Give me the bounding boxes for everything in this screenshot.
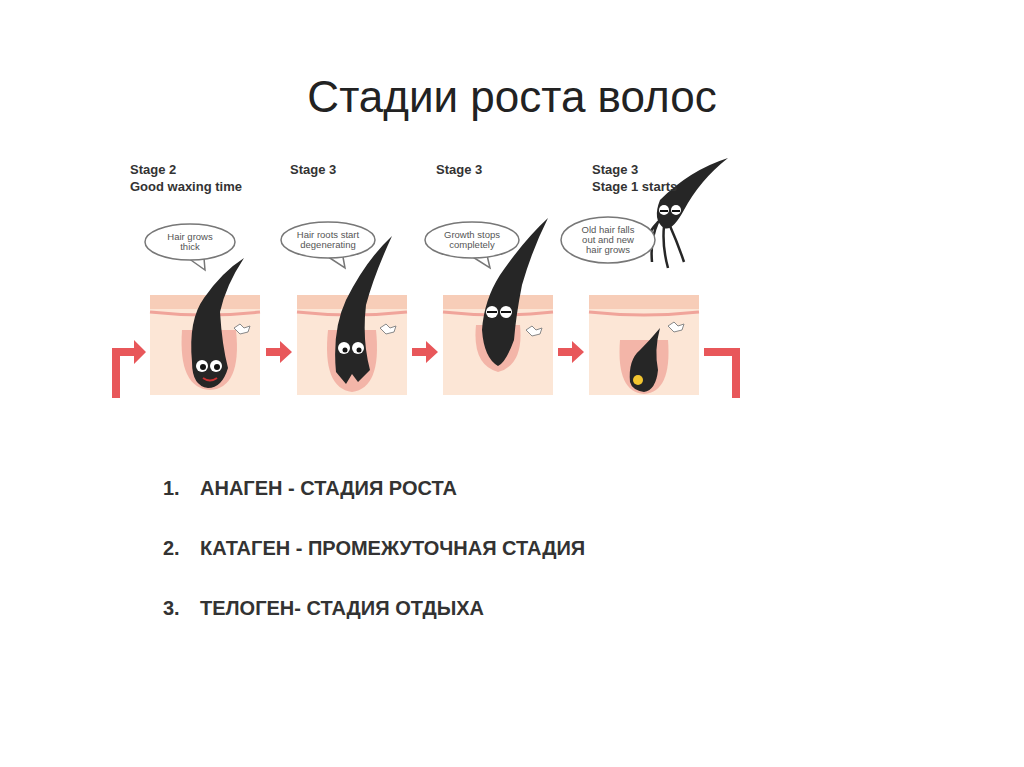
speech-bubble: Old hair falls out and new hair grows bbox=[560, 216, 656, 264]
cycle-arrows bbox=[112, 340, 740, 398]
stage-label: Stage 2 bbox=[130, 162, 176, 177]
skin-panels bbox=[150, 295, 699, 395]
speech-bubble: Growth stops completely bbox=[424, 221, 520, 259]
hair-faces bbox=[196, 205, 681, 385]
puffs bbox=[234, 322, 684, 336]
bubble-text: Hair roots start degenerating bbox=[295, 230, 361, 250]
list-number: 2. bbox=[163, 537, 180, 560]
stage-label: Stage 3 bbox=[592, 162, 638, 177]
page-title: Стадии роста волос bbox=[307, 72, 716, 122]
speech-bubble: Hair roots start degenerating bbox=[280, 221, 376, 259]
bubble-text: Hair grows thick bbox=[159, 232, 221, 252]
speech-bubble: Hair grows thick bbox=[144, 223, 236, 261]
list-item: АНАГЕН - СТАДИЯ РОСТА bbox=[200, 477, 457, 500]
stage-label: Stage 3 bbox=[290, 162, 336, 177]
bubble-text: Old hair falls out and new hair grows bbox=[575, 225, 641, 255]
follicles bbox=[182, 325, 669, 394]
stage-label: Stage 3 bbox=[436, 162, 482, 177]
list-item: КАТАГЕН - ПРОМЕЖУТОЧНАЯ СТАДИЯ bbox=[200, 537, 585, 560]
list-item: ТЕЛОГЕН- СТАДИЯ ОТДЫХА bbox=[200, 597, 484, 620]
stage-label: Good waxing time bbox=[130, 179, 242, 194]
bubble-text: Growth stops completely bbox=[439, 230, 505, 250]
hairs bbox=[191, 158, 728, 392]
stage-label: Stage 1 starts bbox=[592, 179, 677, 194]
list-number: 3. bbox=[163, 597, 180, 620]
list-number: 1. bbox=[163, 477, 180, 500]
